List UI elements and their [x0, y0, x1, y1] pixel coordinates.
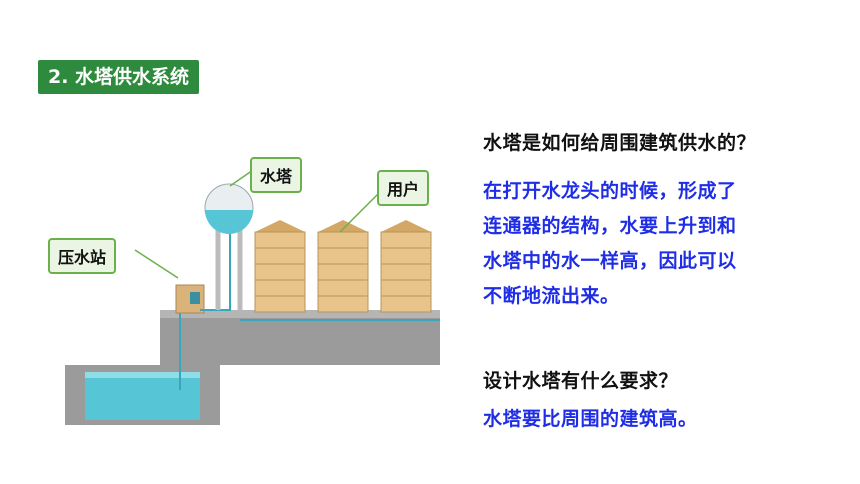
section-title: 2. 水塔供水系统 — [38, 60, 200, 94]
ground-platform — [160, 315, 440, 365]
leader-tower — [229, 169, 254, 187]
answer-1-line: 在打开水龙头的时候，形成了 — [483, 180, 737, 202]
answer-1-line: 不断地流出来。 — [483, 285, 620, 307]
answer-1: 在打开水龙头的时候，形成了 连通器的结构，水要上升到和 水塔中的水一样高，因此可… — [483, 174, 843, 314]
water-tower-diagram — [40, 150, 460, 440]
diagram-illustration — [65, 169, 440, 425]
building-3 — [380, 220, 432, 313]
pump-motor — [190, 292, 200, 304]
leader-pump — [134, 249, 179, 279]
reservoir-water — [85, 372, 200, 420]
answer-2: 水塔要比周围的建筑高。 — [483, 408, 698, 430]
question-2: 设计水塔有什么要求？ — [483, 370, 679, 392]
label-pump-station: 压水站 — [48, 238, 117, 274]
label-users: 用户 — [377, 170, 430, 206]
reservoir-water-surface — [85, 372, 200, 378]
label-tower: 水塔 — [250, 157, 303, 193]
answer-1-line: 连通器的结构，水要上升到和 — [483, 215, 737, 237]
supply-pipe — [200, 210, 231, 311]
building-1 — [254, 220, 306, 313]
answer-1-line: 水塔中的水一样高，因此可以 — [483, 250, 737, 272]
ground-top — [160, 310, 440, 318]
building-2 — [317, 220, 369, 313]
question-1: 水塔是如何给周围建筑供水的？ — [483, 132, 757, 154]
tower-water — [205, 210, 253, 234]
leader-users — [339, 191, 381, 233]
